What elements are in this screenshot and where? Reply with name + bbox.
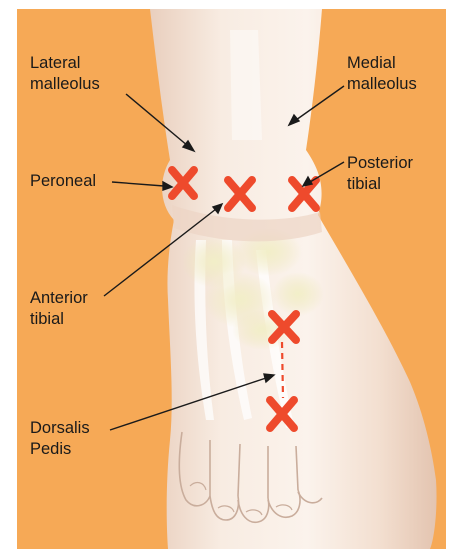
label-anterior-tibial: Anterior tibial	[30, 288, 88, 330]
label-posterior-tibial: Posterior tibial	[347, 153, 413, 195]
label-peroneal: Peroneal	[30, 171, 96, 192]
label-lateral-malleolus: Lateral malleolus	[30, 53, 100, 95]
label-medial-malleolus: Medial malleolus	[347, 53, 417, 95]
label-dorsalis-pedis: Dorsalis Pedis	[30, 418, 90, 460]
